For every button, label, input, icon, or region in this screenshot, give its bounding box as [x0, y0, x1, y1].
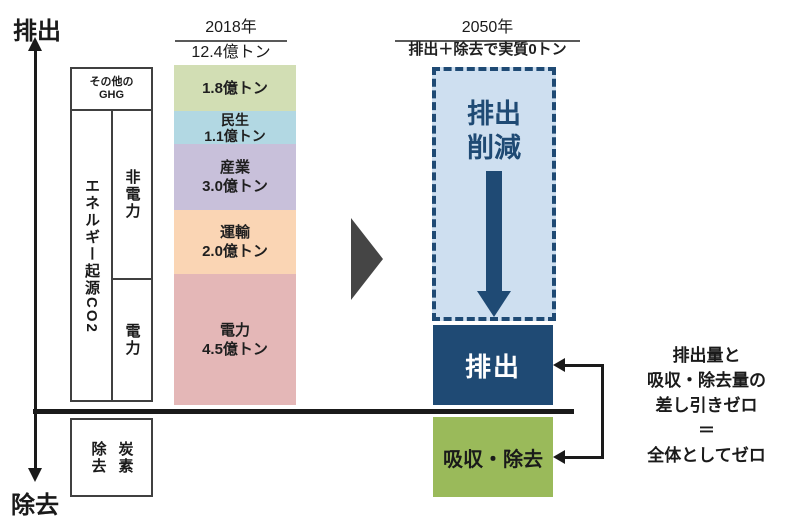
other-ghg-cell: その他の GHG — [72, 69, 151, 111]
energy-co2-label: エネルギー起源CO2 — [83, 177, 100, 334]
bracket-bottom-arrow-icon — [553, 450, 565, 464]
emission-reduction-label: 排出 削減 — [467, 97, 521, 165]
transition-arrow-icon — [351, 218, 383, 300]
segment-name: 運輸 — [219, 224, 250, 241]
power-cell: 電力 — [113, 280, 151, 400]
segment-amount: 1.8億トン — [202, 79, 268, 97]
non-power-cell: 非電力 — [113, 111, 151, 280]
ghg-classification-box: その他の GHG エネルギー起源CO2 非電力 電力 — [70, 67, 153, 402]
annotation-line: 排出量と — [672, 346, 741, 365]
segment-amount: 4.5億トン — [202, 340, 268, 358]
residual-emission-label: 排出 — [464, 351, 521, 382]
annotation-line: 差し引きゼロ — [655, 396, 758, 415]
net-zero-annotation: 排出量と 吸収・除去量の 差し引きゼロ ＝ 全体としてゼロ — [613, 343, 800, 468]
carbon-removal-line2: 除去 — [89, 440, 107, 475]
bar-segment-industry: 産業 3.0億トン — [174, 144, 296, 210]
axis-arrow-down-icon — [28, 468, 42, 482]
bar-segment-other-ghg: 1.8億トン — [174, 65, 296, 111]
energy-co2-cell: エネルギー起源CO2 — [72, 111, 113, 400]
segment-name: 民生 — [221, 111, 249, 128]
reduction-line1: 排出 — [467, 99, 521, 129]
segment-amount: 3.0億トン — [202, 178, 268, 195]
axis-bottom-label: 除去 — [11, 492, 59, 519]
segment-name: 産業 — [219, 159, 250, 176]
net-zero-subtitle: 排出＋除去で実質0トン — [408, 41, 567, 58]
bracket-top-arrow-icon — [553, 358, 565, 372]
reduction-down-arrow-shaft — [486, 171, 502, 291]
other-ghg-line2: GHG — [98, 89, 125, 101]
total-2018-label: 12.4億トン — [191, 44, 271, 61]
absorption-removal-box: 吸収・除去 — [433, 417, 553, 497]
bracket-vertical-line — [601, 364, 604, 459]
segment-amount: 1.1億トン — [204, 127, 266, 144]
vertical-axis-line — [34, 46, 37, 474]
ghg-body: エネルギー起源CO2 非電力 電力 — [72, 111, 151, 400]
carbon-removal-box: 炭素 除去 — [70, 418, 153, 497]
bar-segment-residential: 民生 1.1億トン — [174, 111, 296, 144]
absorption-removal-label: 吸収・除去 — [443, 448, 543, 471]
non-power-label: 非電力 — [123, 169, 141, 220]
bar-segment-power: 電力 4.5億トン — [174, 274, 296, 405]
annotation-line: ＝ — [698, 421, 715, 440]
bracket-bottom-line — [562, 456, 604, 459]
annotation-line: 吸収・除去量の — [647, 371, 766, 390]
stacked-bar-2018: 1.8億トン 民生 1.1億トン 産業 3.0億トン 運輸 2.0億トン 電力 … — [174, 65, 296, 405]
reduction-down-arrow-icon — [477, 291, 511, 317]
residual-emission-box: 排出 — [433, 325, 553, 405]
bracket-top-line — [562, 364, 604, 367]
year-2050-header: 2050年 — [395, 13, 580, 42]
power-split-column: 非電力 電力 — [113, 111, 151, 400]
emission-reduction-box: 排出 削減 — [432, 67, 556, 321]
carbon-removal-line1: 炭素 — [116, 440, 134, 475]
horizontal-axis-line — [33, 409, 574, 414]
segment-amount: 2.0億トン — [202, 243, 268, 260]
power-label: 電力 — [123, 323, 141, 357]
other-ghg-line1: その他の — [89, 76, 134, 88]
reduction-line2: 削減 — [467, 133, 521, 163]
year-2018-header: 2018年 — [175, 13, 287, 42]
axis-arrow-up-icon — [28, 37, 42, 51]
annotation-line: 全体としてゼロ — [647, 446, 766, 465]
bar-segment-transport: 運輸 2.0億トン — [174, 210, 296, 274]
segment-name: 電力 — [219, 321, 250, 339]
